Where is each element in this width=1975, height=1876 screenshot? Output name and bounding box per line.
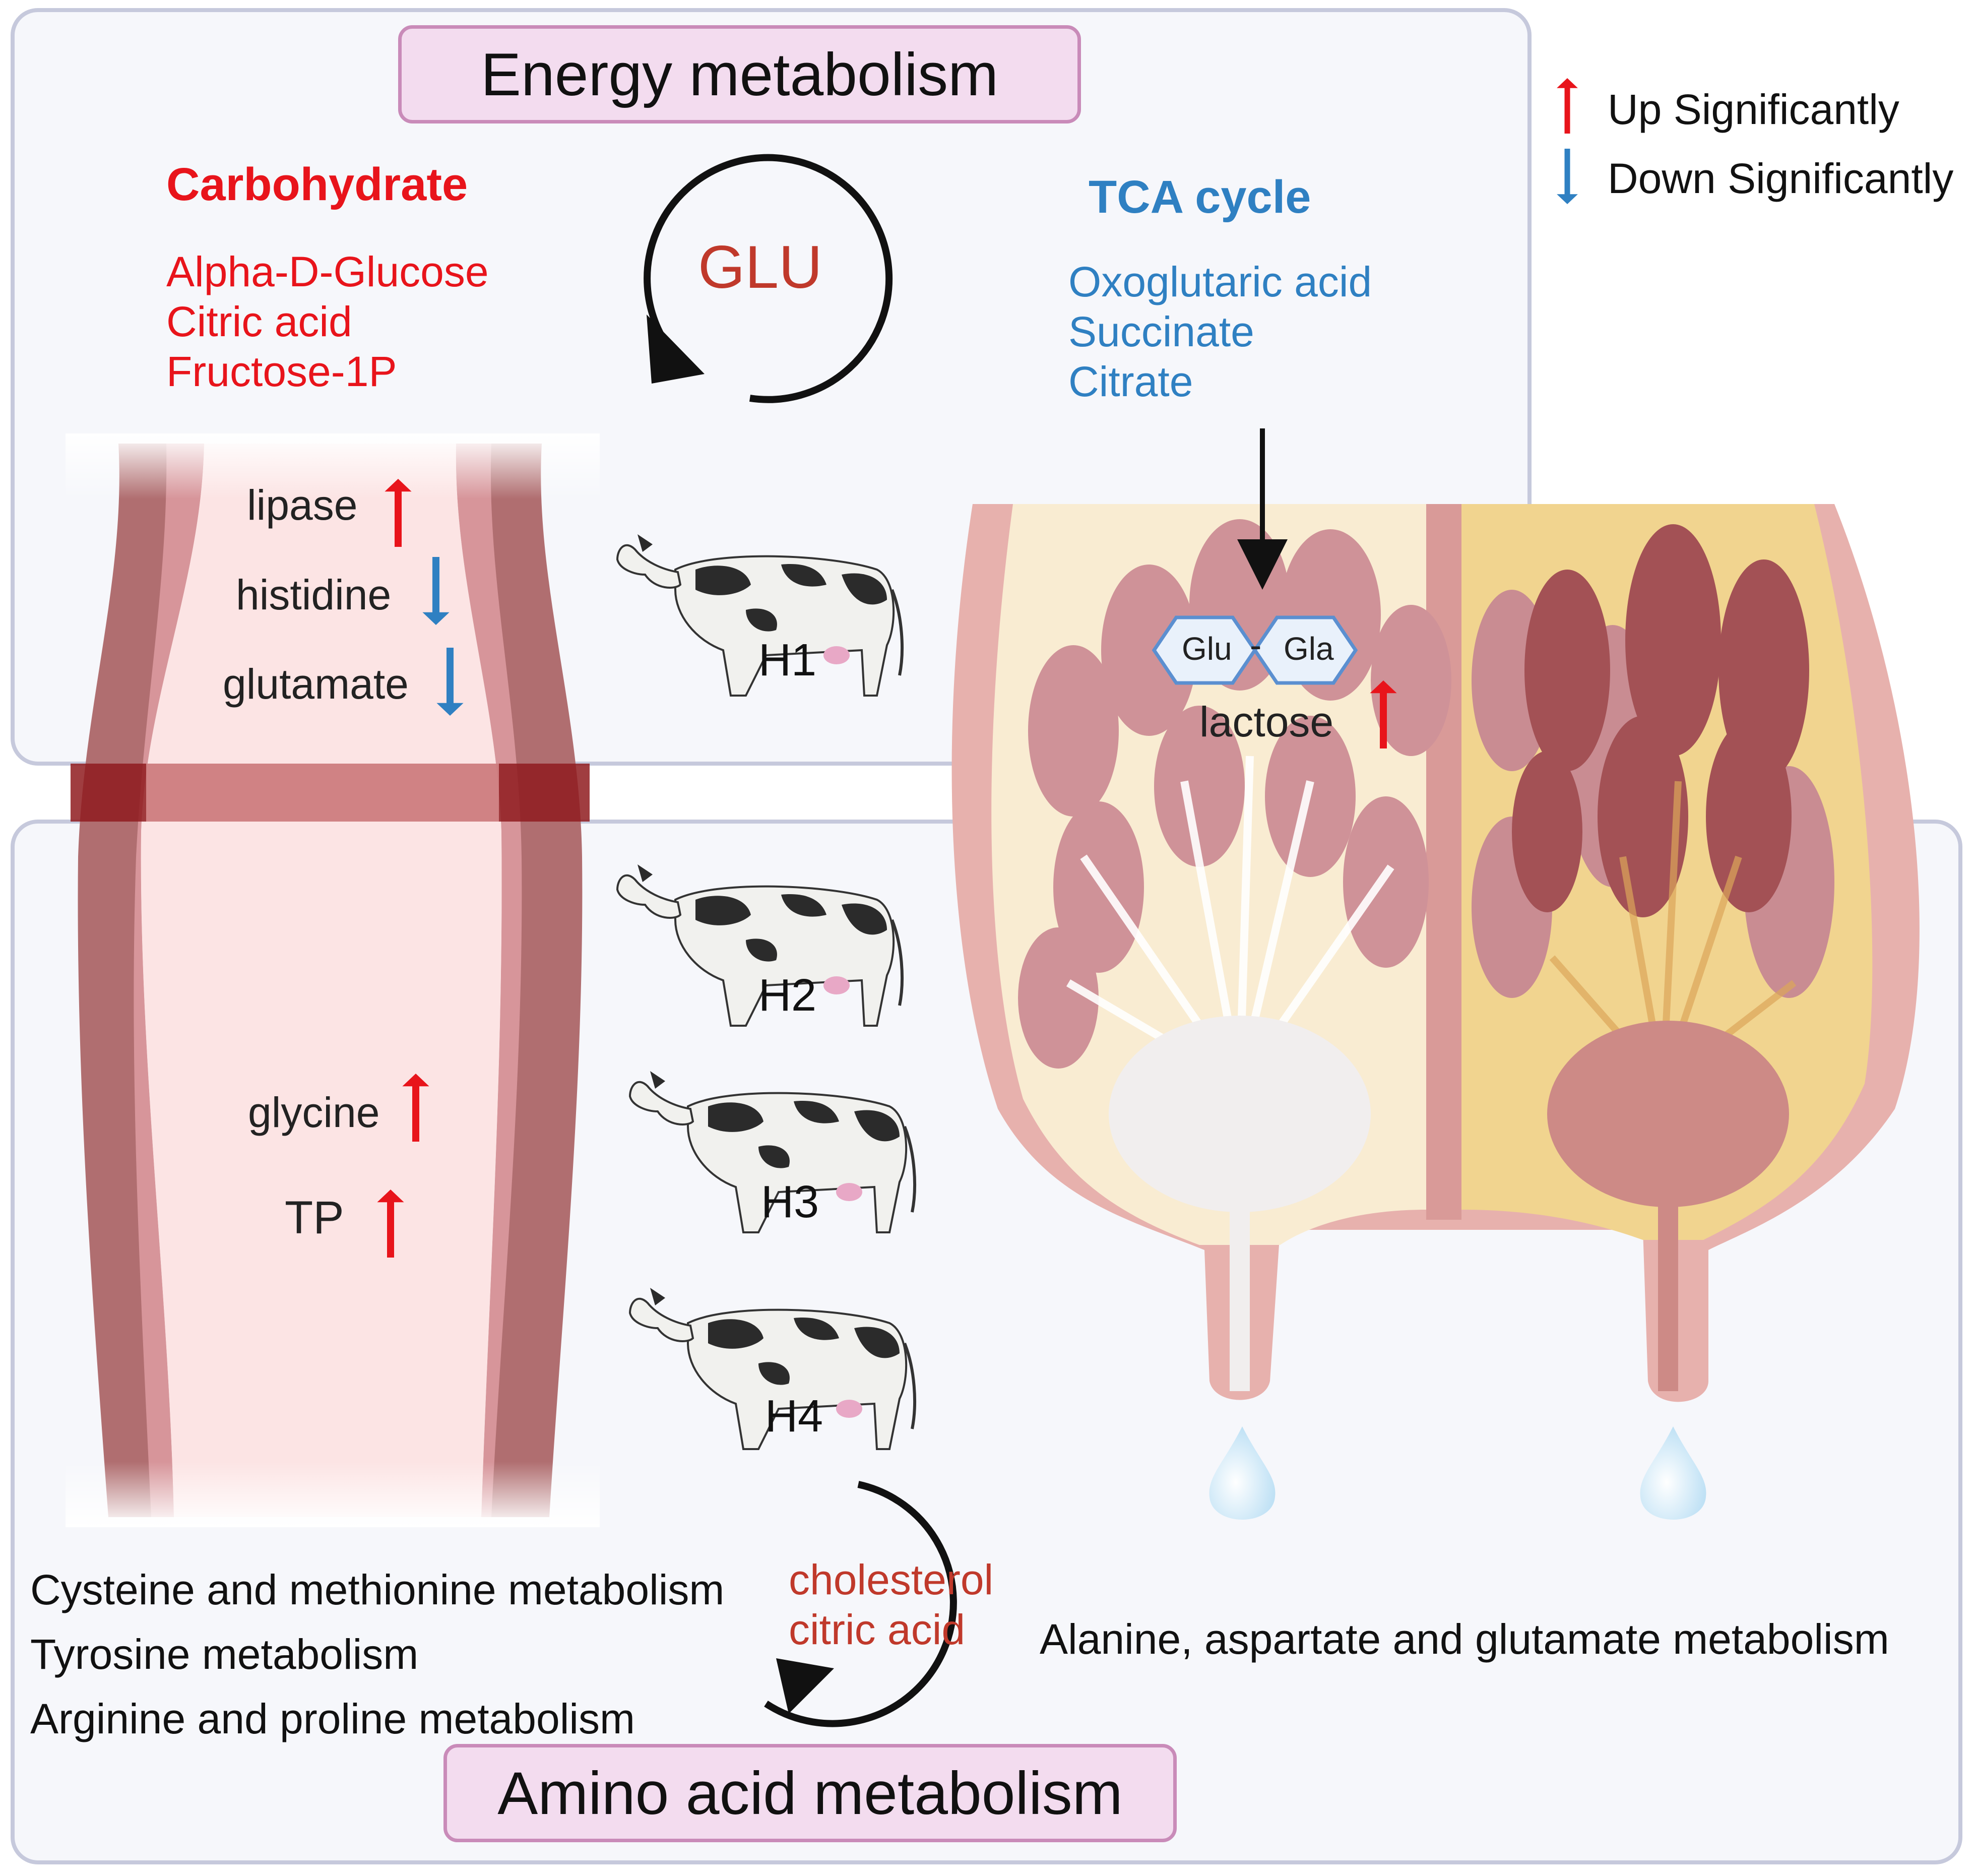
tca-cycle-heading: TCA cycle	[1089, 171, 1311, 223]
legend-down-arrow	[1557, 149, 1578, 204]
glu-cycle-icon	[644, 154, 893, 403]
cow-label-h4: H4	[765, 1391, 823, 1442]
glycosidic-bond: -	[1250, 626, 1262, 665]
metabolite-lipase: lipase	[247, 481, 358, 529]
tca-item: Succinate	[1068, 308, 1254, 355]
tp-trend-arrow	[377, 1190, 404, 1258]
carbohydrate-item: Fructose-1P	[166, 348, 397, 395]
energy-metabolism-title: Energy metabolism	[398, 25, 1081, 123]
milk-drop-left	[1209, 1426, 1276, 1520]
alanine-pathway-label: Alanine, aspartate and glutamate metabol…	[1040, 1615, 1889, 1663]
amino-cycle-list: cholesterol citric acid	[789, 1555, 993, 1655]
legend-up-arrow	[1557, 78, 1578, 134]
metabolite-histidine: histidine	[236, 571, 392, 618]
legend-up-label: Up Significantly	[1608, 86, 1899, 133]
cow-h2-illustration	[616, 864, 904, 1027]
amino-cycle-item: cholesterol	[789, 1556, 994, 1603]
amino-pathway-item: Tyrosine metabolism	[30, 1631, 419, 1678]
amino-cycle-item: citric acid	[789, 1606, 966, 1653]
mammary-gland	[951, 504, 1920, 1520]
metabolite-tp: TP	[285, 1192, 344, 1243]
legend-down-label: Down Significantly	[1608, 155, 1954, 202]
amino-cycle-icon	[764, 1481, 957, 1727]
amino-pathway-item: Arginine and proline metabolism	[30, 1695, 635, 1742]
cow-label-h3: H3	[761, 1177, 819, 1227]
lactose-label: lactose	[1199, 698, 1334, 745]
histidine-trend-arrow	[422, 557, 450, 625]
cow-label-h1: H1	[758, 635, 817, 685]
metabolite-glycine: glycine	[248, 1089, 380, 1136]
cow-label-h2: H2	[758, 970, 817, 1021]
tca-item: Citrate	[1068, 358, 1193, 405]
blood-vessel	[66, 433, 600, 1527]
glu-hexagon	[1152, 615, 1257, 685]
metabolite-glutamate: glutamate	[223, 660, 409, 708]
carbohydrate-item: Alpha-D-Glucose	[166, 248, 489, 295]
glutamate-trend-arrow	[436, 648, 464, 716]
lipase-trend-arrow	[385, 479, 412, 547]
gla-label: Gla	[1284, 631, 1334, 667]
carbohydrate-item: Citric acid	[166, 298, 352, 345]
cow-h4-illustration	[628, 1288, 916, 1450]
carbohydrate-heading: Carbohydrate	[166, 159, 468, 210]
amino-pathway-list: Cysteine and methionine metabolism Tyros…	[30, 1557, 724, 1751]
glu-cycle-label: GLU	[698, 233, 822, 301]
cow-h3-illustration	[628, 1071, 916, 1233]
cow-h1-illustration	[616, 534, 904, 697]
tca-item: Oxoglutaric acid	[1068, 258, 1372, 305]
milk-drop-right	[1640, 1426, 1706, 1520]
amino-acid-metabolism-title: Amino acid metabolism	[443, 1744, 1177, 1842]
gla-hexagon	[1252, 615, 1358, 685]
glycine-trend-arrow	[402, 1074, 429, 1142]
tca-list: Oxoglutaric acid Succinate Citrate	[1068, 257, 1372, 407]
lactose-trend-arrow	[1370, 680, 1397, 748]
glu-label: Glu	[1182, 631, 1232, 667]
amino-pathway-item: Cysteine and methionine metabolism	[30, 1566, 725, 1613]
carbohydrate-list: Alpha-D-Glucose Citric acid Fructose-1P	[166, 247, 489, 397]
